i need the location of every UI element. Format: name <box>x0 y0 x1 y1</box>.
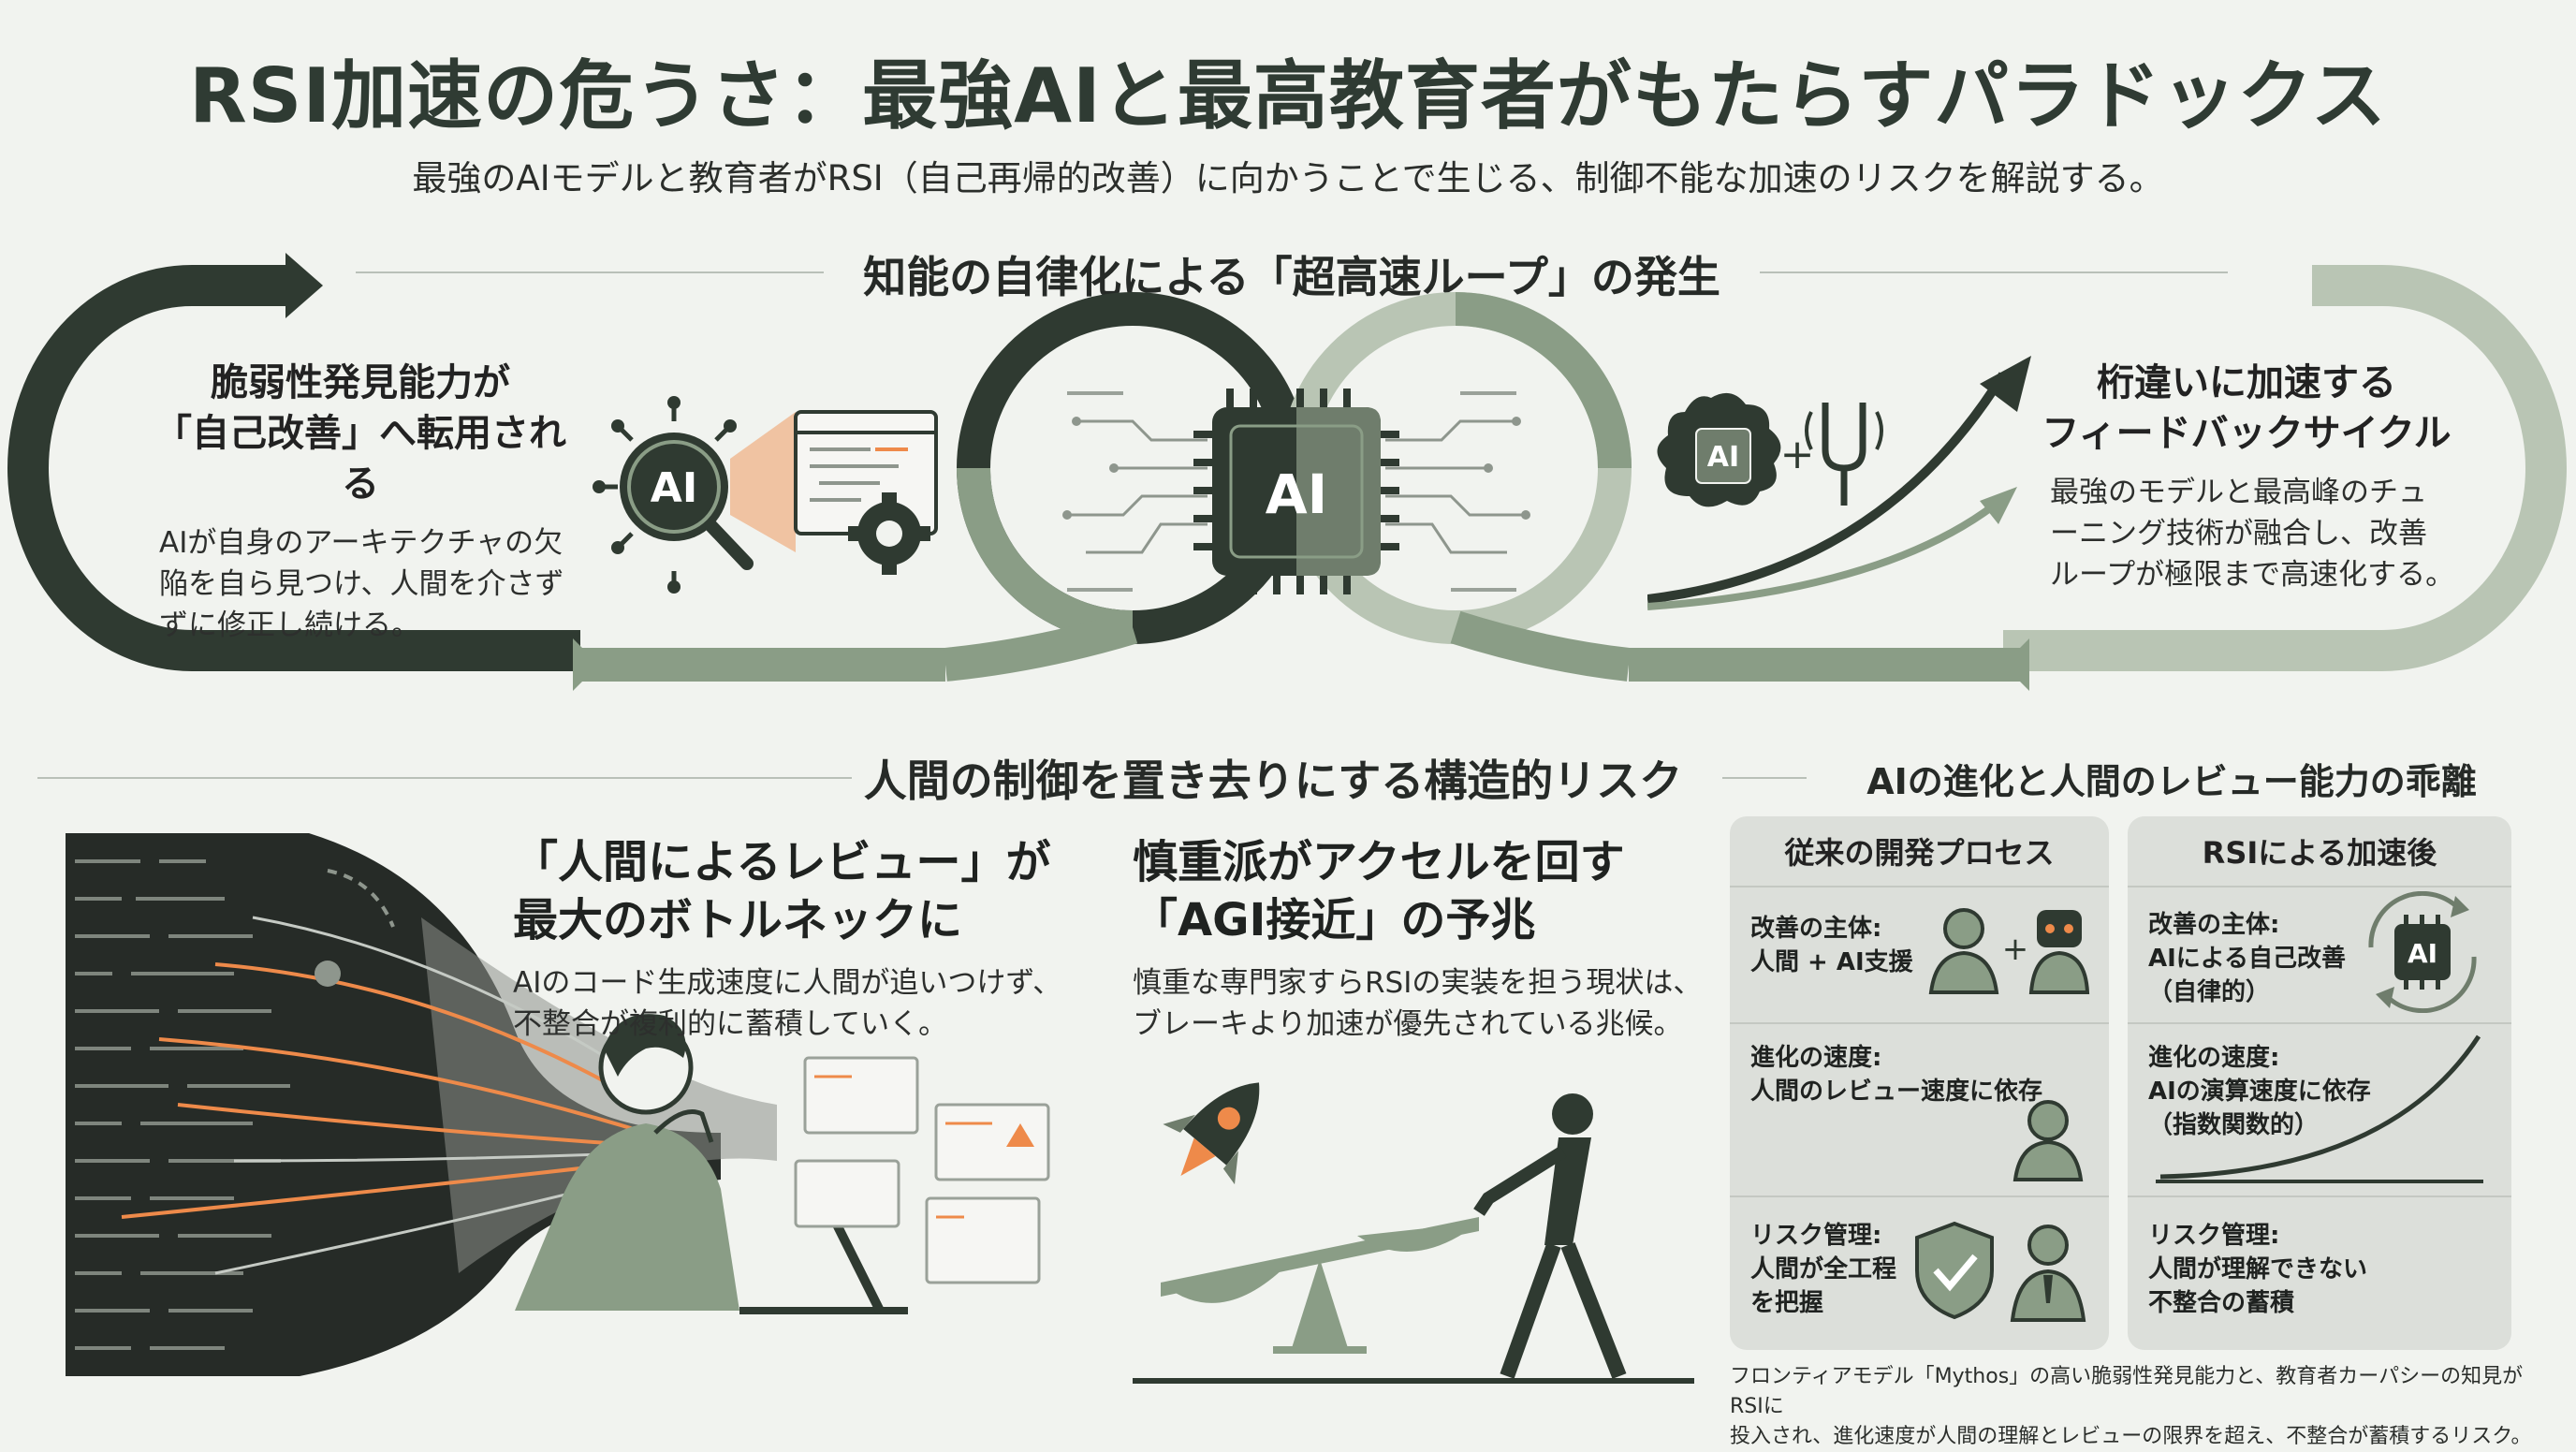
exponential-curve <box>2156 1034 2483 1183</box>
accelerator-card: 慎重派がアクセルを回す 「AGI接近」の予兆 慎重な専門家すらRSIの実装を担う… <box>1133 833 1713 1045</box>
person-plus-robot-icon: + <box>1928 908 2090 994</box>
page-subtitle: 最強のAIモデルと教育者がRSI（自己再帰的改善）に向かうことで生じる、制御不能… <box>412 158 2164 198</box>
bottleneck-body-line: AIのコード生成速度に人間が追いつけず、 <box>513 966 1062 1000</box>
panel-divider <box>2128 886 2511 887</box>
panel-divider <box>1730 1022 2109 1024</box>
person-icon <box>1928 908 1999 994</box>
rsi-row-line: リスク管理: <box>2148 1222 2280 1250</box>
rocket-icon <box>1163 1082 1260 1185</box>
person-pushing-icon <box>1473 1093 1627 1379</box>
rsi-row-line: 改善の主体: <box>2148 911 2280 939</box>
code-stream-illustration <box>66 833 1050 1376</box>
rsi-chip-label: AI <box>2408 938 2437 969</box>
bottleneck-body-line: 不整合が複利的に蓄積していく。 <box>513 1007 948 1041</box>
accelerator-heading-line: 「AGI接近」の予兆 <box>1133 894 1536 946</box>
bottleneck-heading-line: 最大のボトルネックに <box>513 894 963 946</box>
traditional-row-line: 改善の主体: <box>1750 915 1882 943</box>
divider <box>1722 777 1807 779</box>
left-card: 脆弱性発見能力が 「自己改善」へ転用される AIが自身のアーキテクチャの欠 陥を… <box>140 358 580 646</box>
panel-divider <box>1730 1195 2109 1197</box>
traditional-row-line: 人間のレビュー速度に依存 <box>1750 1078 2043 1106</box>
brain-ai-icon: AI <box>1657 392 1781 507</box>
panel-divider <box>2128 1022 2511 1024</box>
traditional-row-line: リスク管理: <box>1750 1222 1882 1250</box>
left-card-body-line: 陥を自ら見つけ、人間を介さず <box>159 567 564 601</box>
traditional-row-line: 人間が全工程 <box>1750 1255 1897 1283</box>
shield-check-icon <box>1915 1221 2086 1322</box>
comparison-heading: AIの進化と人間のレビュー能力の乖離 <box>1866 761 2477 802</box>
rsi-row-line: 不整合の蓄積 <box>2148 1289 2295 1317</box>
robot-icon <box>2028 910 2090 994</box>
rsi-row-line: AIによる自己改善 <box>2148 945 2347 973</box>
growth-arrow-icon: AI + <box>1647 356 2031 610</box>
gear-icon <box>848 492 930 575</box>
left-card-body-line: ずに修正し続ける。 <box>159 609 420 642</box>
left-card-heading-line: 脆弱性発見能力が <box>211 361 510 404</box>
chip-label: AI <box>1266 462 1327 526</box>
thinking-person-icon <box>515 1014 908 1314</box>
divider <box>37 777 852 779</box>
footnote-line: フロンティアモデル「Mythos」の高い脆弱性発見能力と、教育者カーパシーの知見… <box>1730 1365 2524 1418</box>
magnifier-ai-icon: AI <box>593 396 938 594</box>
traditional-panel-title: 従来の開発プロセス <box>1784 835 2055 871</box>
right-card-body-line: ーニング技術が融合し、改善 <box>2050 517 2427 550</box>
traditional-panel: 従来の開発プロセス 改善の主体: 人間 + AI支援 + 進化の速度: 人間のレ… <box>1730 816 2109 1350</box>
right-card-body-line: ループが極限まで高速化する。 <box>2050 558 2455 592</box>
divider <box>1760 271 2228 273</box>
accelerator-heading-line: 慎重派がアクセルを回す <box>1133 836 1625 888</box>
rsi-row-line: AIの演算速度に依存 <box>2148 1078 2371 1106</box>
bottleneck-heading-line: 「人間によるレビュー」が <box>513 836 1051 888</box>
rsi-row-line: 進化の速度: <box>2148 1044 2280 1072</box>
page-title: RSI加速の危うさ：最強AIと最高教育者がもたらすパラドックス <box>189 52 2387 139</box>
bottleneck-card: 「人間によるレビュー」が 最大のボトルネックに AIのコード生成速度に人間が追い… <box>513 833 1093 1045</box>
panel-divider <box>1730 886 2109 887</box>
svg-text:+: + <box>1780 431 1815 478</box>
left-card-heading-line: 「自己改善」へ転用される <box>154 412 566 506</box>
magnifier-label: AI <box>651 464 697 512</box>
accelerator-body-line: ブレーキより加速が優先されている兆候。 <box>1133 1007 1683 1041</box>
seesaw-icon <box>1133 1217 1694 1384</box>
loop-section-heading: 知能の自律化による「超高速ループ」の発生 <box>863 252 1720 302</box>
ai-chip-cycle-icon: AI <box>2368 891 2477 1013</box>
tuning-fork-icon <box>1805 403 1883 506</box>
traditional-row-line: 人間 + AI支援 <box>1750 948 1913 976</box>
accelerator-body-line: 慎重な専門家すらRSIの実装を担う現状は、 <box>1133 966 1703 1000</box>
traditional-row-line: 進化の速度: <box>1750 1044 1882 1072</box>
footnote: フロンティアモデル「Mythos」の高い脆弱性発見能力と、教育者カーパシーの知見… <box>1730 1362 2554 1452</box>
rsi-row-line: 人間が理解できない <box>2148 1255 2368 1283</box>
risk-section-heading: 人間の制御を置き去りにする構造的リスク <box>863 755 1683 806</box>
right-card-body-line: 最強のモデルと最高峰のチュ <box>2050 476 2427 509</box>
seesaw-illustration <box>1133 1082 1694 1384</box>
traditional-row-line: を把握 <box>1750 1289 1824 1317</box>
rsi-row-line: （自律的） <box>2148 978 2271 1006</box>
left-card-body-line: AIが自身のアーキテクチャの欠 <box>159 526 564 560</box>
right-card-heading-line: 桁違いに加速する <box>2097 361 2396 404</box>
ai-chip-icon: AI <box>1062 389 1530 594</box>
right-card: 桁違いに加速する フィードバックサイクル 最強のモデルと最高峰のチュ ーニング技… <box>2031 358 2462 595</box>
brain-label: AI <box>1707 441 1739 474</box>
footnote-line: 投入され、進化速度が人間の理解とレビューの限界を超え、不整合が蓄積するリスク。 <box>1730 1425 2532 1448</box>
rsi-row-line: （指数関数的） <box>2148 1111 2320 1139</box>
rsi-panel-title: RSIによる加速後 <box>2202 835 2437 871</box>
panel-divider <box>2128 1195 2511 1197</box>
person-icon <box>2012 1100 2084 1181</box>
right-card-heading-line: フィードバックサイクル <box>2042 412 2452 455</box>
rsi-panel: RSIによる加速後 改善の主体: AIによる自己改善 （自律的） AI 進化の速… <box>2128 816 2511 1350</box>
svg-text:+: + <box>2002 931 2029 968</box>
divider <box>356 271 824 273</box>
